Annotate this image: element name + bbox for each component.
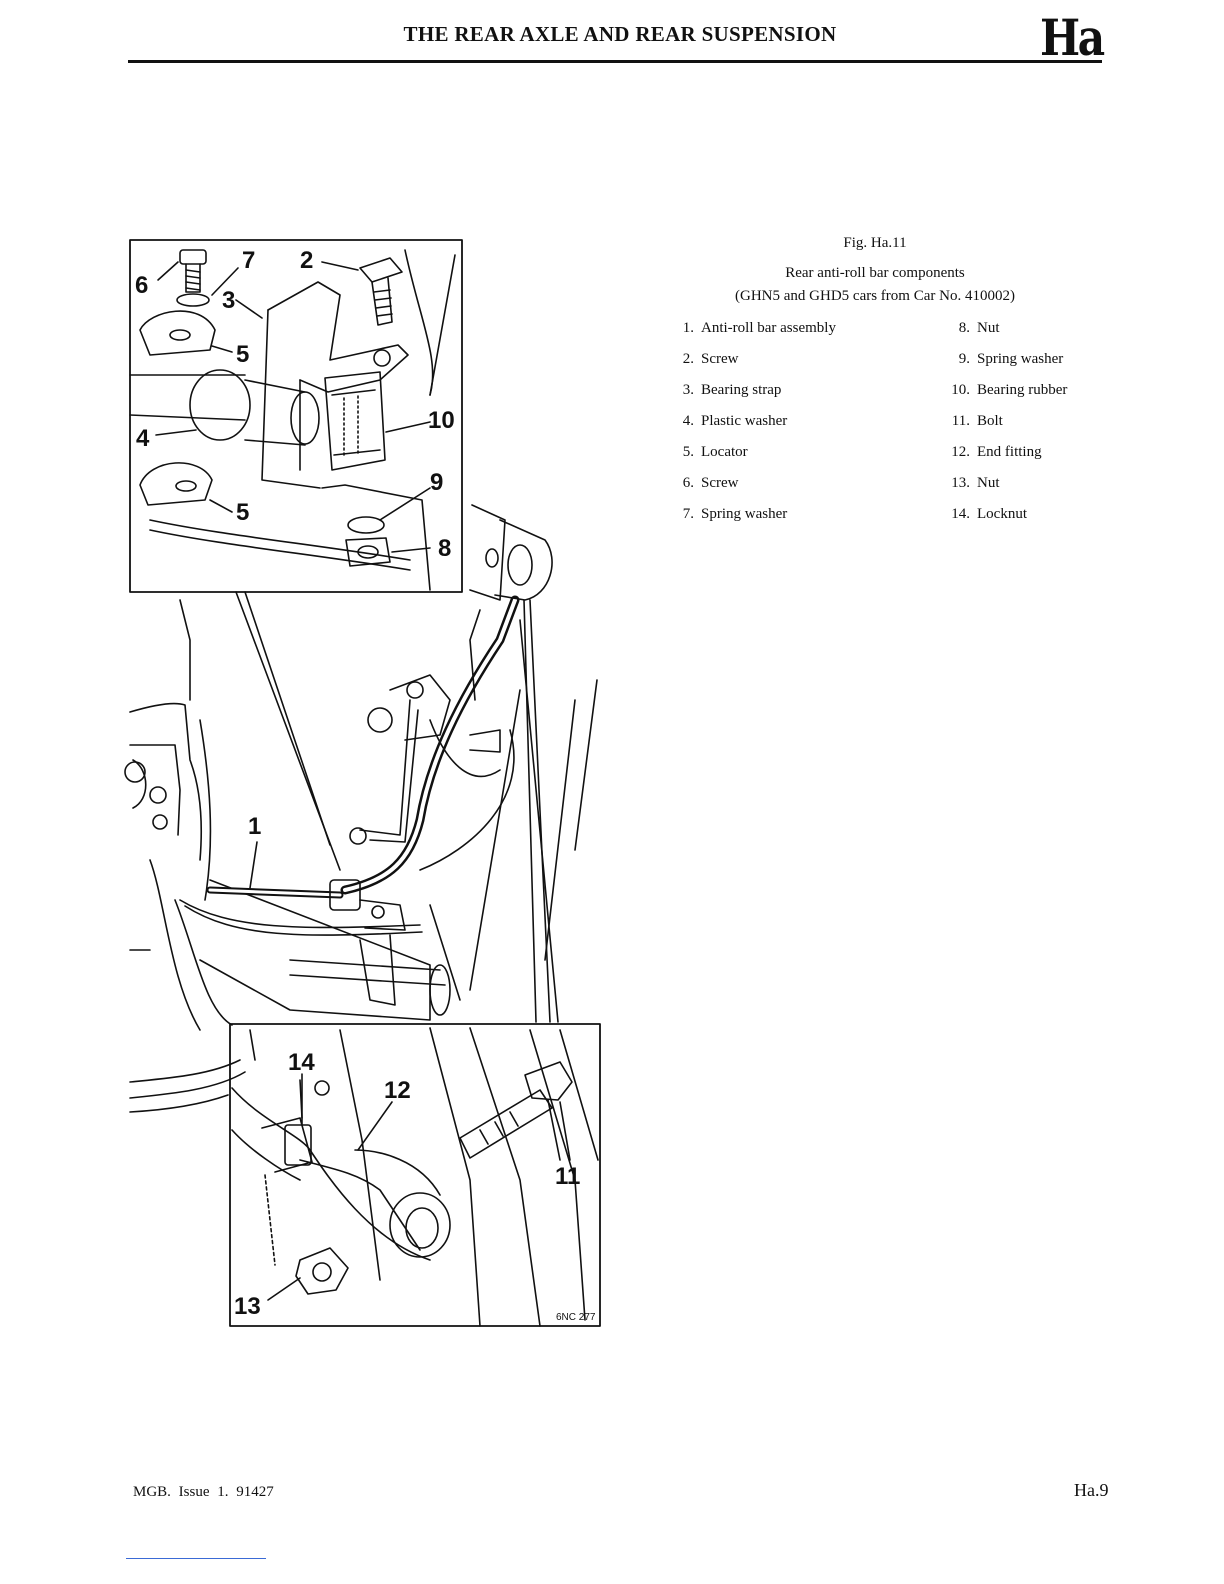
callout-6: 6 (135, 272, 148, 299)
legend-item: 1.Anti-roll bar assembly (682, 320, 836, 336)
section-tag: Ha (1040, 8, 1105, 67)
legend-item: 3.Bearing strap (682, 382, 782, 398)
callout-8: 8 (438, 535, 451, 562)
figure-number: Fig. Ha.11 (843, 235, 907, 251)
callout-3: 3 (222, 287, 235, 314)
footnote-rule (126, 1558, 266, 1559)
legend-item: 13.Nut (951, 475, 1000, 491)
legend-item: 11.Bolt (951, 413, 1003, 429)
legend-item: 2.Screw (682, 351, 739, 367)
callout-4: 4 (136, 425, 150, 452)
callout-14: 14 (288, 1049, 315, 1076)
callout-10: 10 (428, 407, 455, 434)
legend-item: 5.Locator (682, 444, 748, 460)
legend-right-column: 8.Nut 9.Spring washer 10.Bearing rubber … (944, 320, 1067, 537)
legend-item: 10.Bearing rubber (951, 382, 1068, 398)
callout-9: 9 (430, 469, 443, 496)
footer-issue: MGB. Issue 1. 91427 (133, 1484, 274, 1500)
page-title: THE REAR AXLE AND REAR SUSPENSION (403, 22, 837, 46)
figure-title: Rear anti-roll bar components (785, 265, 965, 281)
legend-item: 8.Nut (958, 320, 1000, 336)
legend-item: 14.Locknut (951, 506, 1027, 522)
legend-left-column: 1.Anti-roll bar assembly 2.Screw 3.Beari… (668, 320, 836, 537)
legend-item: 12.End fitting (951, 444, 1042, 460)
figure-caption: Fig. Ha.11 Rear anti-roll bar components… (640, 232, 1110, 308)
figure-subtitle: (GHN5 and GHD5 cars from Car No. 410002) (735, 288, 1015, 304)
header-rule (128, 60, 1102, 63)
callout-13: 13 (234, 1293, 261, 1320)
page-number: Ha.9 (1074, 1480, 1109, 1500)
legend-item: 7.Spring washer (682, 506, 788, 522)
callout-12: 12 (384, 1077, 411, 1104)
callout-2: 2 (300, 247, 313, 274)
callout-5-top: 5 (236, 341, 249, 368)
legend-item: 6.Screw (682, 475, 739, 491)
callout-1: 1 (248, 813, 261, 840)
callout-5-bottom: 5 (236, 499, 249, 526)
callout-7: 7 (242, 247, 255, 274)
legend-item: 4.Plastic washer (682, 413, 788, 429)
legend-item: 9.Spring washer (958, 351, 1064, 367)
callout-11: 11 (555, 1163, 580, 1190)
drawing-code: 6NC 277 (556, 1312, 596, 1323)
